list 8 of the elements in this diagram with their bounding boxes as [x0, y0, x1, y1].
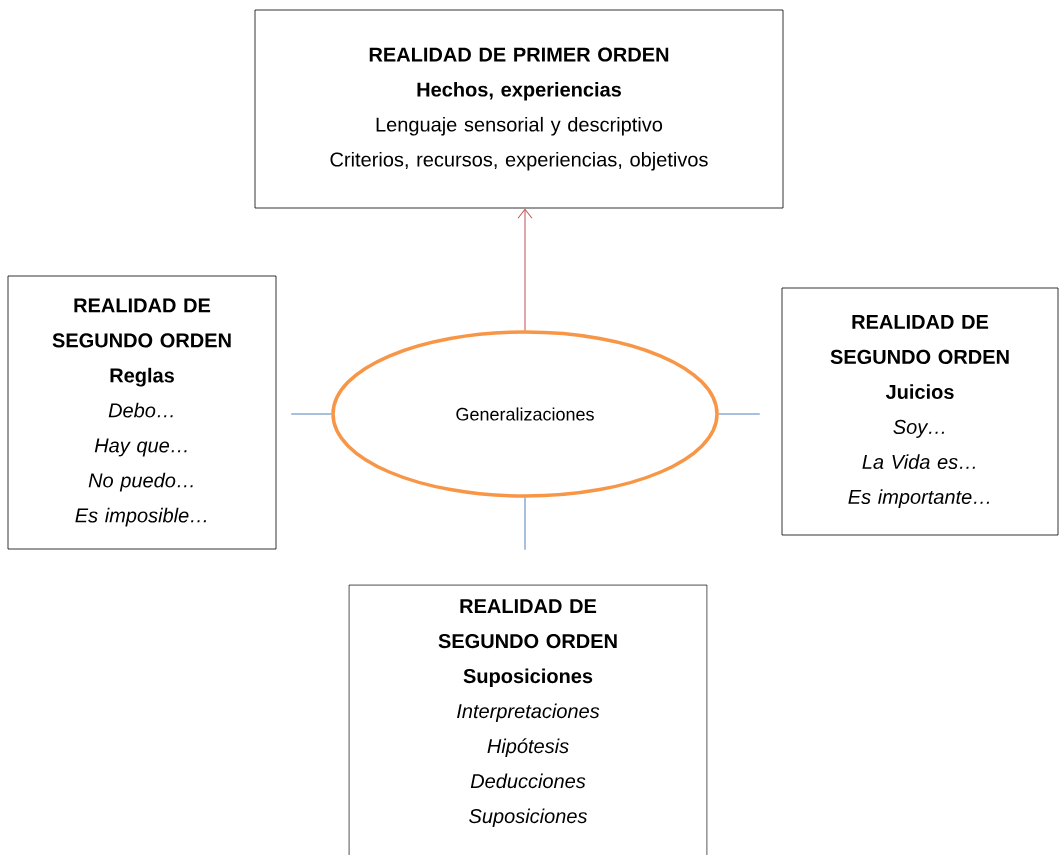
text-box: REALIDAD DE SEGUNDO ORDEN Reglas Debo… Hay que… No puedo… Es imposible… [7, 275, 277, 550]
arrow [517, 208, 533, 331]
connector-line [290, 413, 332, 415]
connector-line [524, 497, 526, 551]
text-box: REALIDAD DE SEGUNDO ORDEN Juicios Soy… La Vida es… Es importante… [781, 287, 1059, 536]
text-box: REALIDAD DE SEGUNDO ORDEN Suposiciones Interpretaciones Hipótesis Deducciones Suposiciones [348, 584, 708, 855]
text-box: REALIDAD DE PRIMER ORDEN Hechos, experiencias Lenguaje sensorial y descriptivo Criterios, recursos, experiencias, objetivos [254, 9, 784, 209]
connector-line [718, 413, 761, 415]
